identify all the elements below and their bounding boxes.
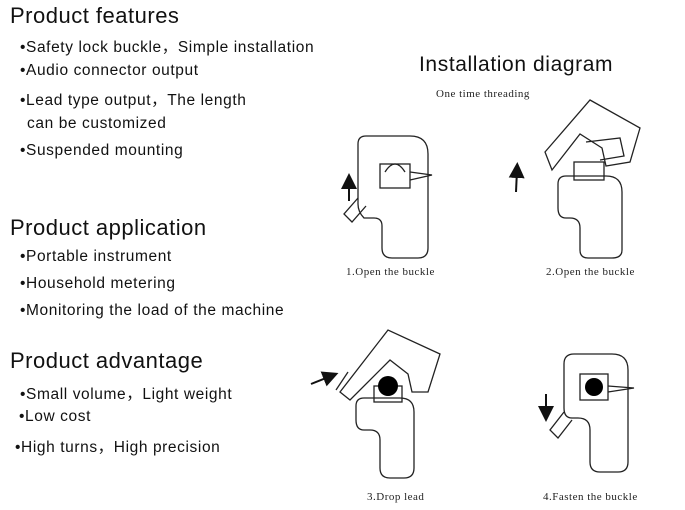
application-item: •Portable instrument [20,248,172,265]
advantage-item: •Small volume，Light weight [20,386,233,403]
step-label-1: 1.Open the buckle [346,266,435,278]
application-title: Product application [10,215,207,240]
application-item: •Household metering [20,275,176,292]
step-2-diagram [544,99,641,259]
step-4-diagram [549,353,635,473]
feature-item: can be customized [27,115,167,132]
feature-item: •Lead type output，The length [20,92,247,109]
feature-item: •Suspended mounting [20,142,184,159]
advantage-item: •High turns，High precision [15,439,221,456]
features-title: Product features [10,3,180,28]
lead-wire-icon [585,378,603,396]
installation-subtitle: One time threading [436,88,530,100]
step-3-diagram [335,329,441,479]
step-label-2: 2.Open the buckle [546,266,635,278]
feature-item: •Audio connector output [20,62,199,79]
advantage-title: Product advantage [10,348,204,373]
lead-wire-icon [378,376,398,396]
advantage-item: •Low cost [19,408,91,425]
step-1-diagram [343,135,433,259]
feature-item: •Safety lock buckle，Simple installation [20,39,315,56]
application-item: •Monitoring the load of the machine [20,302,285,319]
step-label-4: 4.Fasten the buckle [543,491,638,503]
arrow-right-icon [310,371,339,387]
installation-title: Installation diagram [419,53,614,76]
arrow-up-icon [508,162,525,193]
step-label-3: 3.Drop lead [367,491,425,503]
